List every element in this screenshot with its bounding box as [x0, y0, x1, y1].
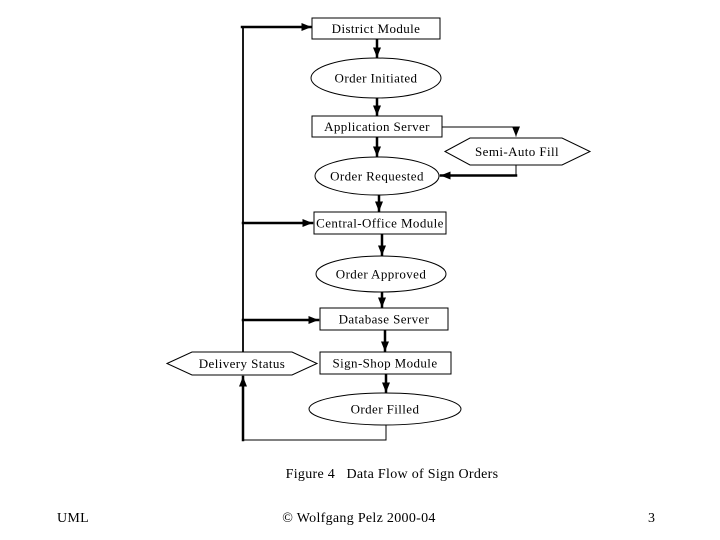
order-initiated-ellipse	[310, 57, 442, 99]
central-office-module-box	[313, 211, 447, 235]
semi-auto-fill-hexagon	[443, 137, 592, 166]
order-approved-ellipse	[315, 255, 447, 293]
district-module-box	[311, 17, 441, 40]
order-initiated-label: Order Initiated	[335, 71, 418, 86]
node-order-initiated: Order Initiated	[310, 57, 442, 99]
order-filled-ellipse	[308, 392, 462, 426]
order-requested-ellipse	[314, 156, 440, 196]
application-server-label: Application Server	[324, 119, 430, 134]
node-order-requested: Order Requested	[314, 156, 440, 196]
sign-shop-module-box	[319, 351, 452, 375]
node-district-module: District Module	[311, 17, 441, 40]
database-server-label: Database Server	[339, 312, 430, 327]
district-module-label: District Module	[332, 21, 421, 36]
delivery-status-label: Delivery Status	[199, 356, 286, 371]
order-approved-label: Order Approved	[336, 267, 427, 282]
node-order-filled: Order Filled	[308, 392, 462, 426]
database-server-box	[319, 307, 449, 331]
semi-auto-fill-label: Semi-Auto Fill	[475, 144, 559, 159]
node-central-office-module: Central-Office Module	[313, 211, 447, 235]
node-database-server: Database Server	[319, 307, 449, 331]
node-application-server: Application Server	[311, 115, 443, 138]
sign-shop-module-label: Sign-Shop Module	[333, 356, 438, 371]
application-server-box	[311, 115, 443, 138]
central-office-module-label: Central-Office Module	[316, 216, 444, 231]
footer-course-label: UML	[57, 511, 90, 526]
node-semi-auto-fill: Semi-Auto Fill	[443, 137, 592, 166]
order-filled-label: Order Filled	[351, 402, 420, 417]
node-order-approved: Order Approved	[315, 255, 447, 293]
order-requested-label: Order Requested	[330, 169, 424, 184]
node-delivery-status: Delivery Status	[165, 351, 319, 376]
edge-application-server-to-semi-auto-fill	[441, 126, 520, 137]
delivery-status-hexagon	[165, 351, 319, 376]
footer-page-number: 3	[648, 511, 655, 526]
node-sign-shop-module: Sign-Shop Module	[319, 351, 452, 375]
figure-caption: Figure 4 Data Flow of Sign Orders	[285, 467, 499, 482]
footer-copyright: © Wolfgang Pelz 2000-04	[282, 511, 436, 526]
